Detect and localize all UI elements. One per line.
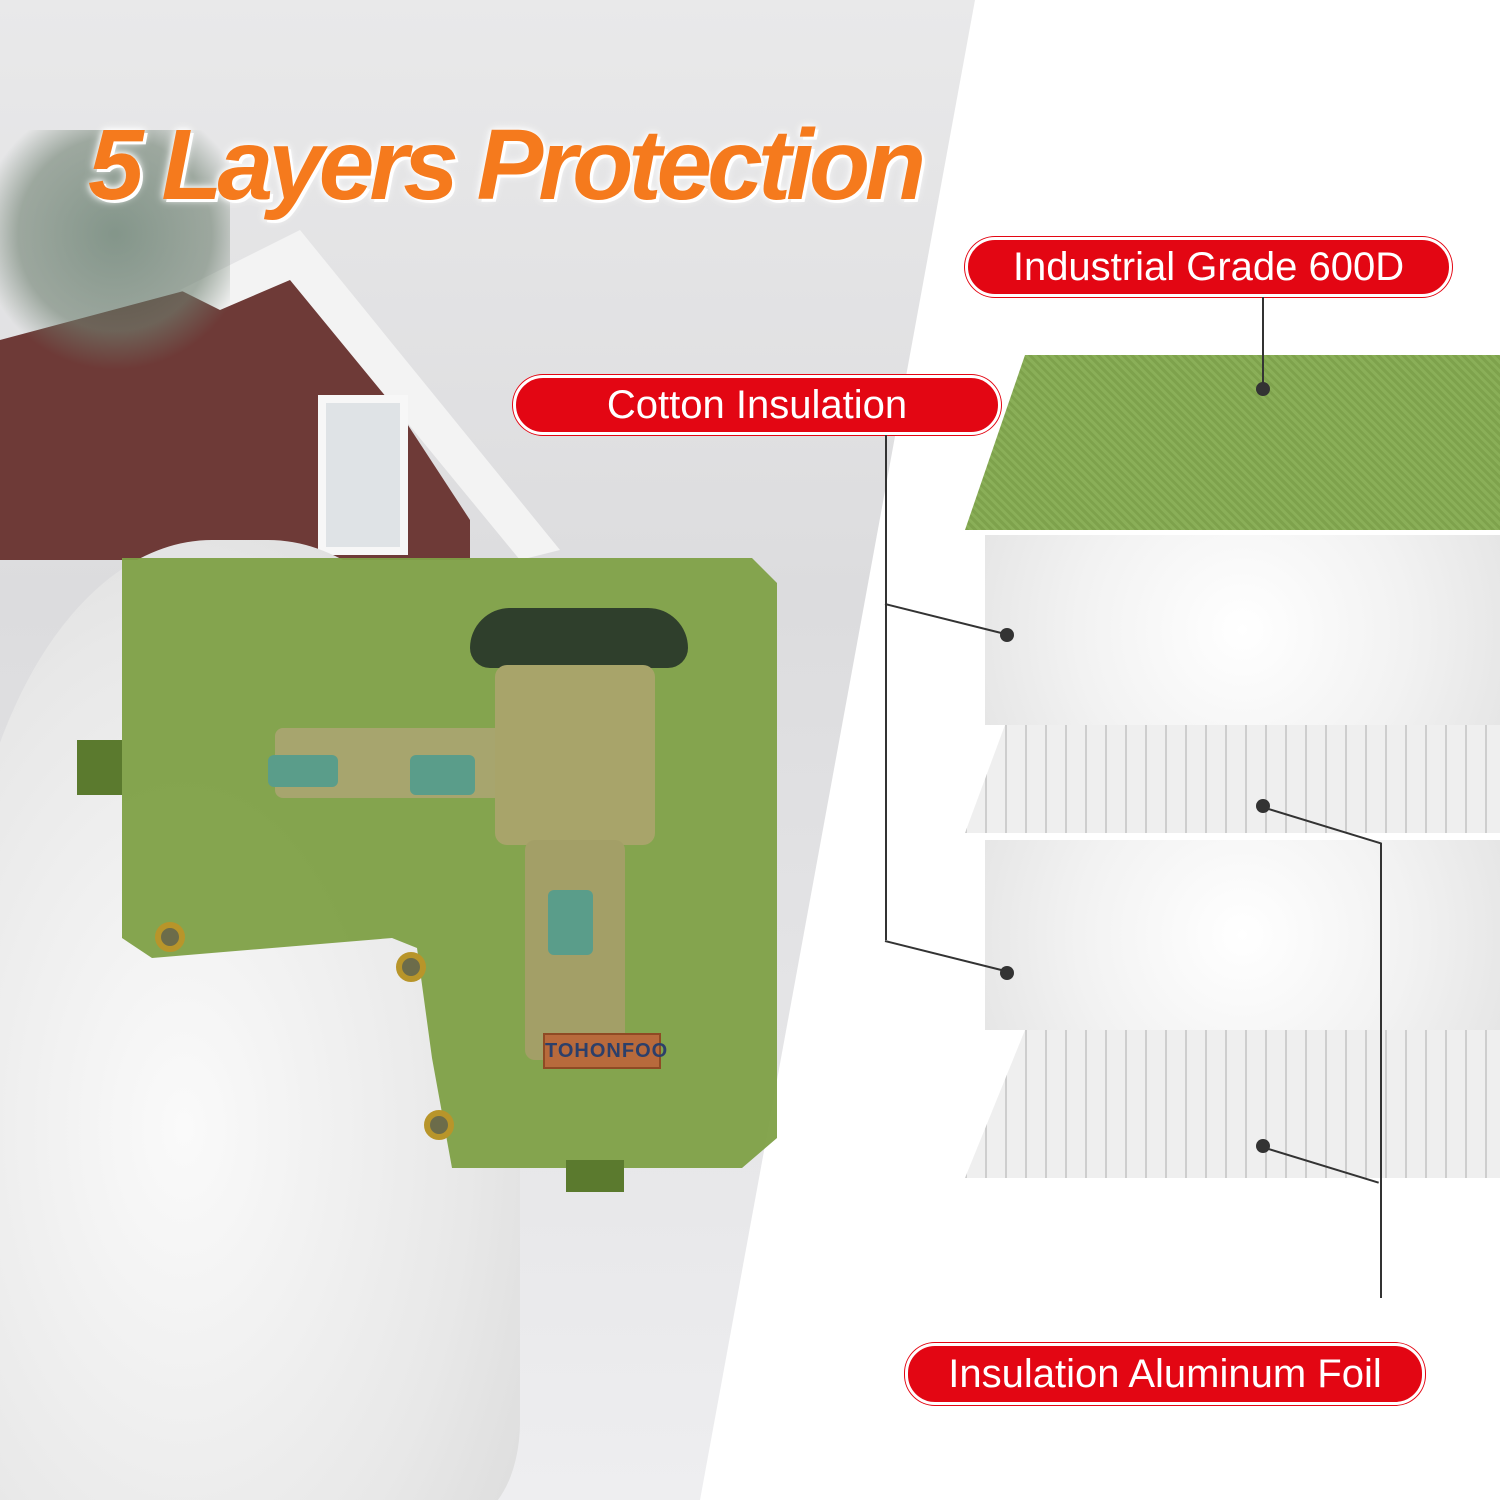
valve-cap bbox=[470, 608, 688, 668]
strap-loop bbox=[566, 1160, 624, 1192]
layer-600d-fabric bbox=[965, 355, 1500, 530]
pointer-dot bbox=[1256, 382, 1270, 396]
pointer-dot bbox=[1256, 1139, 1270, 1153]
label-cotton-insulation: Cotton Insulation bbox=[513, 375, 1001, 435]
grommet bbox=[155, 922, 185, 952]
layer-cotton-2 bbox=[985, 840, 1500, 1030]
layer-cotton-1 bbox=[985, 535, 1500, 725]
layer-foil-2 bbox=[965, 1030, 1500, 1178]
pointer-line bbox=[885, 435, 887, 940]
label-industrial-grade: Industrial Grade 600D bbox=[965, 237, 1452, 297]
snowy-tree bbox=[0, 130, 230, 390]
valve-handle bbox=[548, 890, 593, 955]
label-aluminum-foil: Insulation Aluminum Foil bbox=[905, 1343, 1425, 1405]
page-title: 5 Layers Protection bbox=[88, 109, 926, 221]
pointer-line bbox=[1380, 843, 1382, 1298]
brand-logo: TOHONFOO bbox=[543, 1033, 667, 1069]
pointer-dot bbox=[1000, 966, 1014, 980]
pointer-dot bbox=[1000, 628, 1014, 642]
valve-body bbox=[495, 665, 655, 845]
valve-handle bbox=[410, 755, 475, 795]
pointer-line bbox=[1262, 297, 1264, 387]
pointer-dot bbox=[1256, 799, 1270, 813]
strap-loop bbox=[77, 740, 122, 795]
valve-handle bbox=[268, 755, 338, 787]
house-window bbox=[318, 395, 408, 555]
layer-foil-1 bbox=[965, 725, 1500, 833]
grommet bbox=[424, 1110, 454, 1140]
grommet bbox=[396, 952, 426, 982]
